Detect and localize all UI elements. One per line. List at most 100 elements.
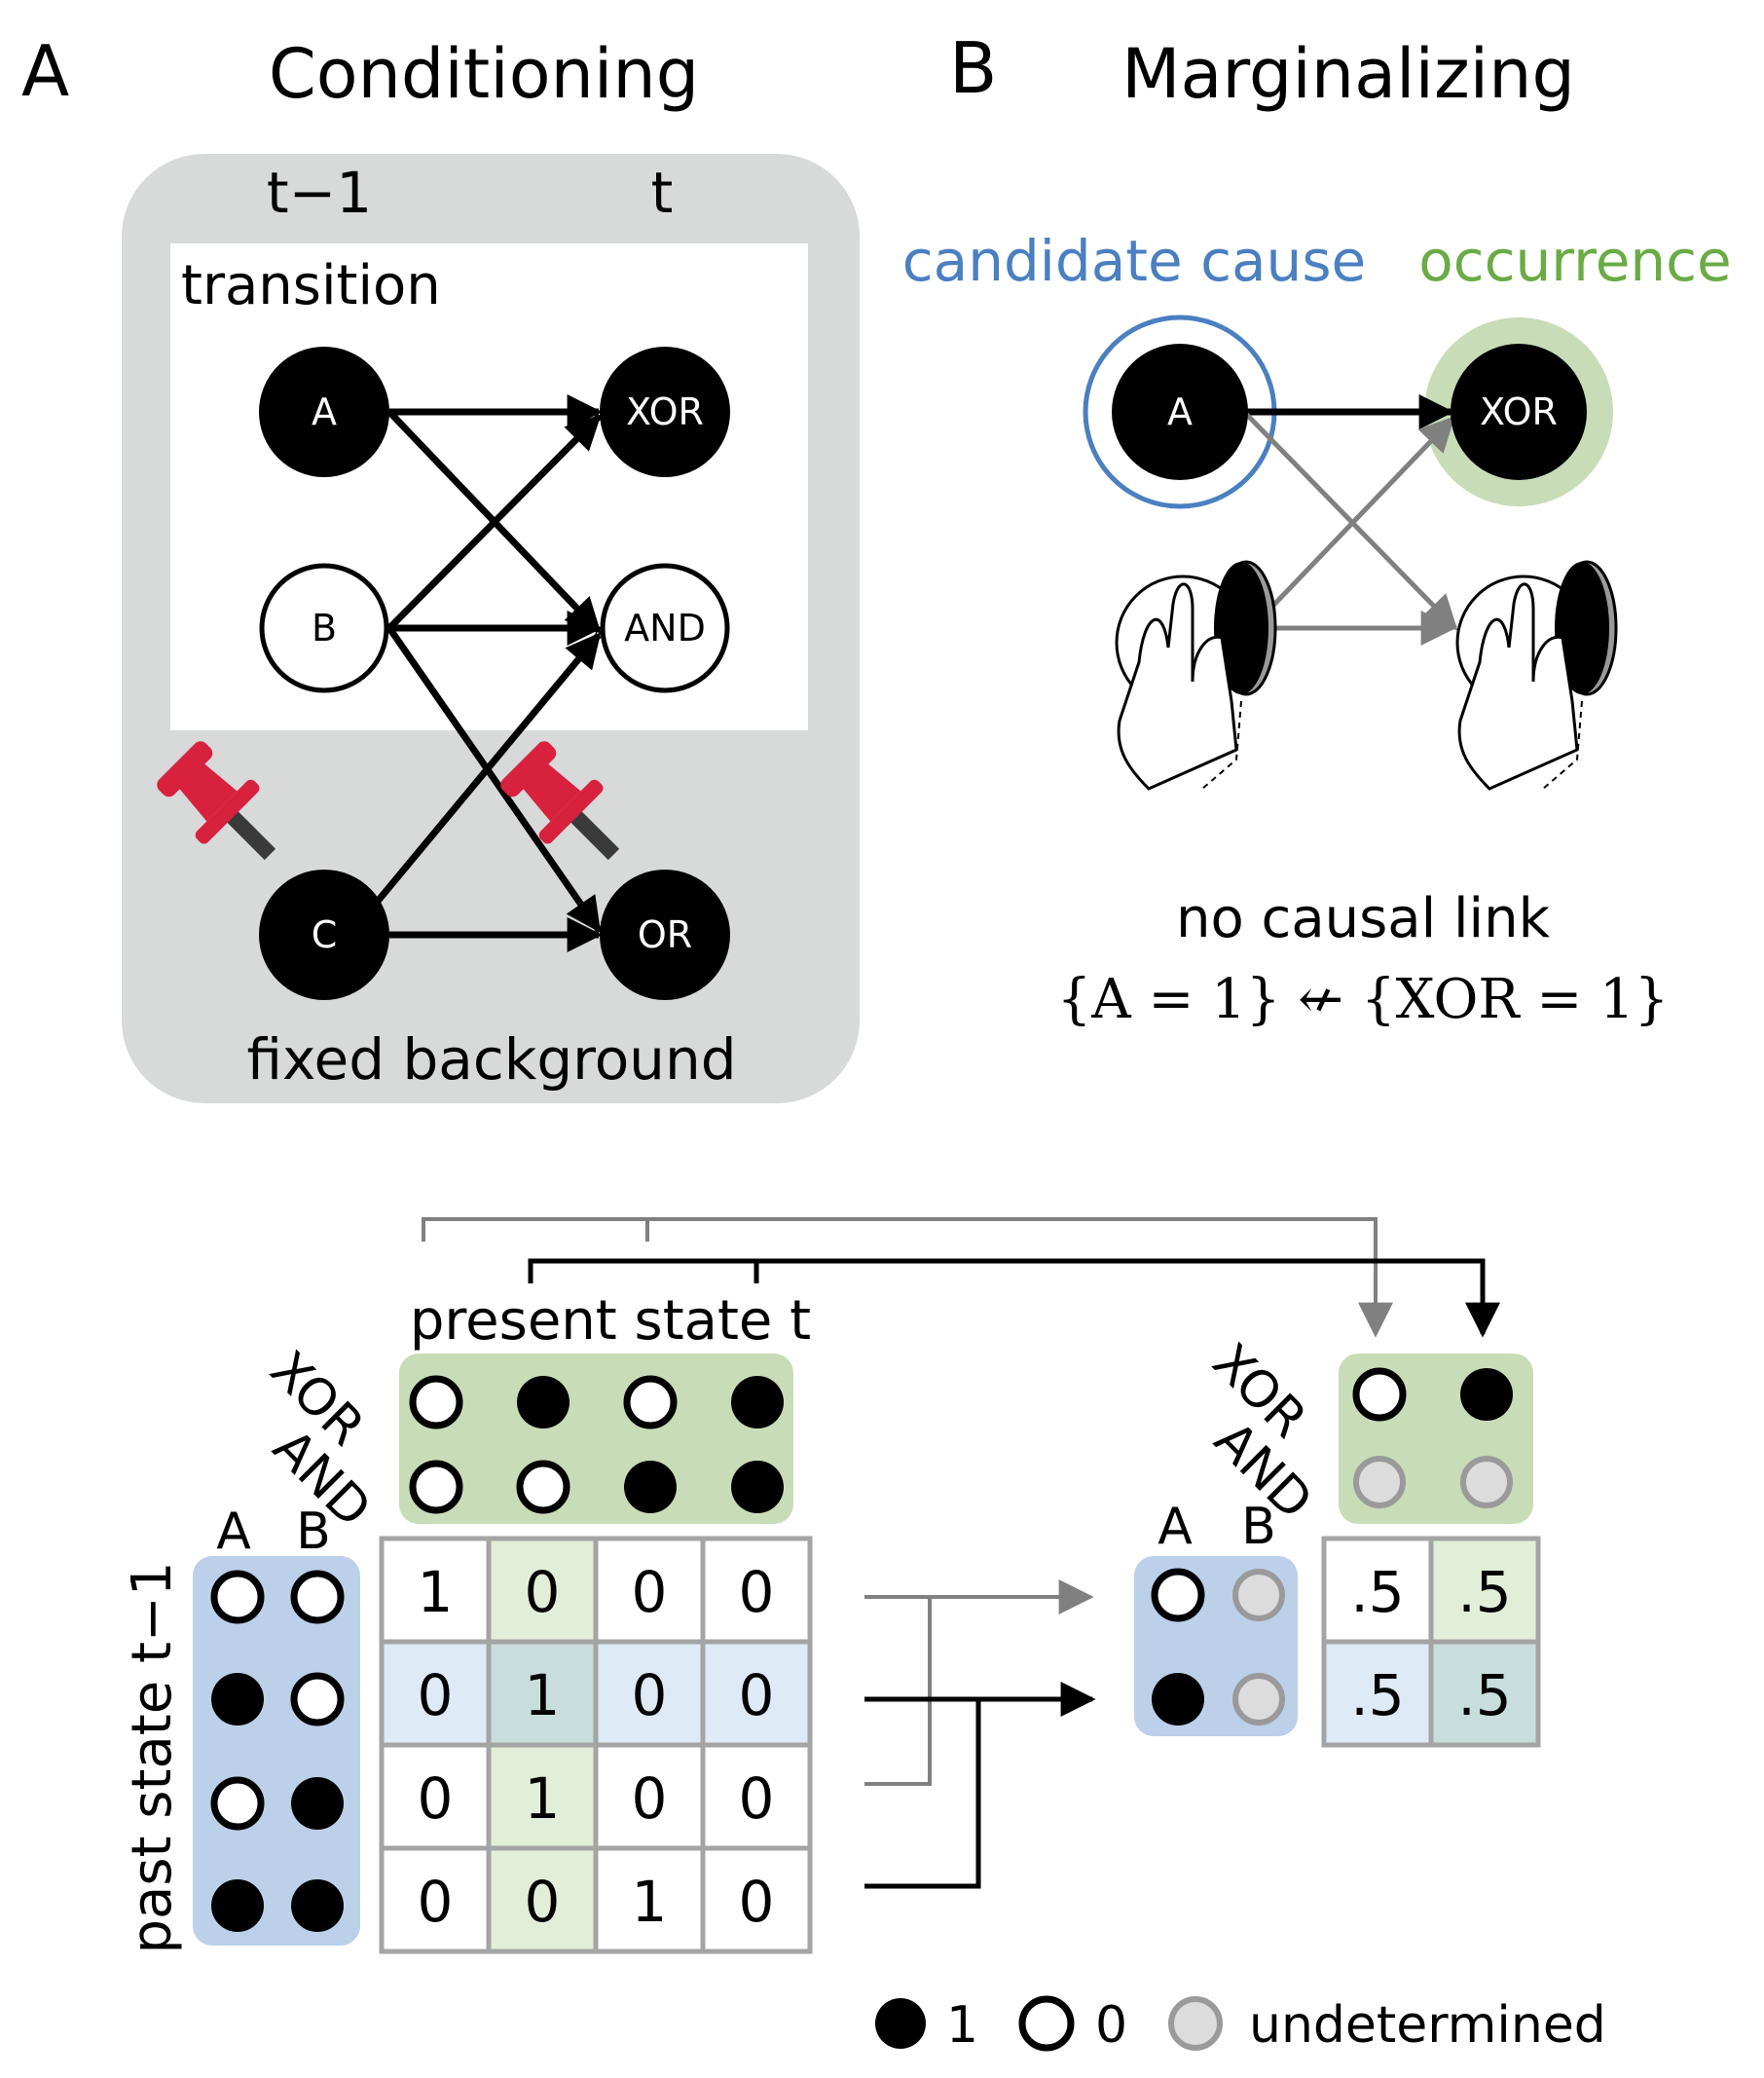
present-and-dot — [516, 1460, 570, 1514]
past-a-dot — [211, 1673, 264, 1725]
reduced-matrix: .5.5.5.5 — [1321, 1536, 1541, 1748]
pushpin-icon — [157, 741, 276, 861]
node-c: C — [259, 870, 389, 1000]
matrix-value: 0 — [418, 1662, 454, 1728]
matrix-value: 0 — [739, 1765, 775, 1832]
matrix-value: 0 — [739, 1559, 775, 1625]
present-and-dot — [731, 1461, 784, 1513]
matrix-cell — [700, 1639, 813, 1748]
node-a: A — [1112, 344, 1248, 480]
matrix-cell — [486, 1639, 599, 1748]
panel-a-letter: A — [21, 30, 69, 112]
matrix-value: 0 — [632, 1559, 668, 1625]
matrix-value: 0 — [739, 1869, 775, 1935]
present-state-dots — [409, 1375, 784, 1514]
matrix-value: 0 — [525, 1869, 561, 1935]
svg-text:AND: AND — [624, 607, 706, 649]
present-xor-dot — [517, 1376, 570, 1429]
reduced-matrix-cell — [1428, 1639, 1541, 1748]
present-and-dot — [624, 1461, 677, 1513]
matrix-value: 1 — [525, 1662, 561, 1728]
legend-one-label: 1 — [946, 1996, 978, 2055]
svg-text:C: C — [312, 913, 338, 956]
matrix-value: 0 — [739, 1662, 775, 1728]
present-state-box — [399, 1354, 793, 1524]
coin-flip-hand-icon — [1455, 560, 1618, 791]
causal-link-formula: {A = 1} ↚ {XOR = 1} — [1057, 968, 1670, 1031]
past-b-dot — [290, 1672, 345, 1726]
panel-b-title: Marginalizing — [1121, 34, 1575, 114]
matrix-cell — [379, 1742, 492, 1851]
node-b: B — [259, 563, 389, 693]
pushpin-icon — [500, 741, 620, 861]
node-a: A — [259, 347, 389, 477]
reduced-matrix-value: .5 — [1457, 1559, 1511, 1625]
reduced-matrix-cell — [1321, 1536, 1434, 1645]
past-b-dot — [291, 1777, 344, 1830]
matrix-cell — [379, 1845, 492, 1954]
past-state-box — [193, 1556, 360, 1946]
node-and: AND — [600, 563, 730, 693]
edge-b-xor — [386, 414, 602, 631]
past-a-dot — [210, 1776, 265, 1831]
reduced-matrix-value: .5 — [1350, 1559, 1404, 1625]
panel-b-letter: B — [949, 27, 997, 109]
svg-text:B: B — [312, 607, 337, 649]
candidate-cause-label: candidate cause — [902, 228, 1366, 294]
reduced-past-a-dot — [1152, 1673, 1204, 1725]
past-a-dot — [210, 1570, 265, 1624]
present-xor-dot — [409, 1375, 463, 1429]
reduced-xor-dot — [1460, 1368, 1513, 1421]
past-b-dot — [290, 1570, 345, 1624]
reduced-present-dots — [1352, 1367, 1513, 1508]
edge-b-or — [386, 626, 602, 933]
node-or: OR — [600, 870, 730, 1000]
reduced-past-b-dot — [1232, 1569, 1285, 1621]
present-state-label: present state t — [410, 1289, 811, 1353]
matrix-value: 0 — [632, 1662, 668, 1728]
past-b-dot — [291, 1879, 344, 1932]
edge-c-and — [367, 632, 602, 913]
past-state-dots — [210, 1570, 345, 1932]
occurrence-label: occurrence — [1418, 228, 1731, 294]
legend-zero-dot — [1018, 1995, 1075, 2052]
svg-text:XOR: XOR — [626, 390, 704, 433]
matrix-value: 0 — [418, 1869, 454, 1935]
present-xor-dot — [623, 1375, 678, 1429]
legend: 1 0 undetermined — [875, 1995, 1606, 2055]
reduced-matrix-value: .5 — [1457, 1662, 1511, 1728]
past-a-dot — [211, 1879, 264, 1932]
col-label-a: A — [216, 1503, 251, 1561]
reduced-and-dot — [1460, 1456, 1513, 1508]
noised-edges — [1244, 412, 1458, 646]
reduced-xor-dot — [1352, 1367, 1407, 1422]
no-causal-link-caption: no causal link — [1176, 887, 1551, 950]
panel-a-title: Conditioning — [269, 34, 699, 114]
transition-label: transition — [181, 254, 441, 317]
panel-b: B Marginalizing candidate cause occurren… — [902, 27, 1732, 1031]
legend-undetermined-label: undetermined — [1249, 1996, 1606, 2055]
panel-a-edges — [367, 394, 603, 952]
svg-text:A: A — [1167, 390, 1193, 433]
matrix-value: 0 — [525, 1559, 561, 1625]
matrix-value: 0 — [418, 1765, 454, 1832]
reduced-past-dots — [1151, 1568, 1285, 1725]
time-label-prev: t−1 — [267, 160, 372, 226]
panel-c: present state t XOR AND XOR AND A B A B … — [121, 1217, 1541, 1954]
svg-text:OR: OR — [638, 913, 692, 956]
coin-flip-hand-icon — [1115, 560, 1277, 791]
matrix-value: 0 — [632, 1765, 668, 1832]
reduced-past-a-dot — [1151, 1568, 1205, 1622]
node-xor: XOR — [600, 347, 730, 477]
reduced-and-dot — [1353, 1456, 1406, 1508]
matrix-value: 1 — [632, 1869, 668, 1935]
node-xor: XOR — [1451, 344, 1587, 480]
legend-one-dot — [875, 1998, 926, 2049]
reduced-past-b-dot — [1232, 1673, 1285, 1725]
legend-undetermined-dot — [1168, 1996, 1223, 2051]
reduced-col-label-a: A — [1158, 1498, 1193, 1556]
present-xor-dot — [731, 1376, 784, 1429]
reduced-col-label-b: B — [1241, 1498, 1276, 1556]
